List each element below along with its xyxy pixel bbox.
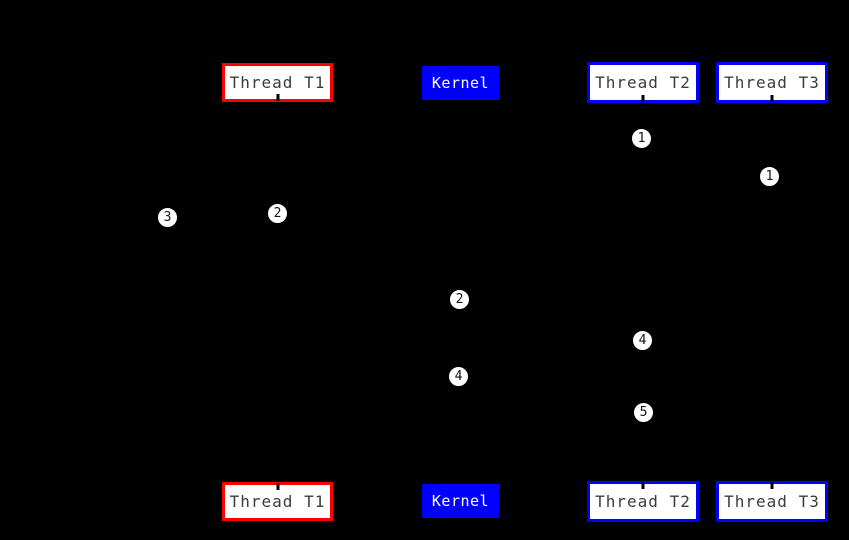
- lifeline-notch: [641, 95, 645, 102]
- actor-label-thread-t3: Thread T3: [724, 73, 820, 92]
- step-marker: 1: [631, 128, 652, 149]
- actor-box-thread-t3-bottom: Thread T3: [716, 481, 828, 522]
- step-marker: 5: [633, 402, 654, 423]
- step-marker: 3: [157, 207, 178, 228]
- lifeline-notch: [276, 483, 279, 490]
- actor-box-thread-t3-top: Thread T3: [716, 62, 828, 103]
- actor-label-thread-t1: Thread T1: [229, 73, 326, 92]
- actor-label-kernel: Kernel: [431, 492, 490, 510]
- actor-label-kernel: Kernel: [431, 74, 490, 92]
- step-marker: 4: [448, 366, 469, 387]
- step-marker: 4: [632, 330, 653, 351]
- actor-box-thread-t1-top: Thread T1: [222, 63, 333, 102]
- actor-label-thread-t2: Thread T2: [595, 73, 691, 92]
- actor-box-thread-t1-bottom: Thread T1: [222, 482, 333, 521]
- step-marker: 2: [267, 203, 288, 224]
- actor-label-thread-t3: Thread T3: [724, 492, 820, 511]
- lifeline-notch: [770, 95, 774, 102]
- lifeline-notch: [641, 482, 645, 489]
- actor-box-kernel-top: Kernel: [422, 66, 499, 100]
- actor-box-thread-t2-top: Thread T2: [587, 62, 699, 103]
- actor-label-thread-t1: Thread T1: [229, 492, 326, 511]
- step-marker: 2: [449, 289, 470, 310]
- lifeline-notch: [276, 94, 279, 101]
- actor-label-thread-t2: Thread T2: [595, 492, 691, 511]
- step-marker: 1: [759, 166, 780, 187]
- actor-box-kernel-bottom: Kernel: [422, 484, 499, 518]
- actor-box-thread-t2-bottom: Thread T2: [587, 481, 699, 522]
- lifeline-notch: [770, 482, 774, 489]
